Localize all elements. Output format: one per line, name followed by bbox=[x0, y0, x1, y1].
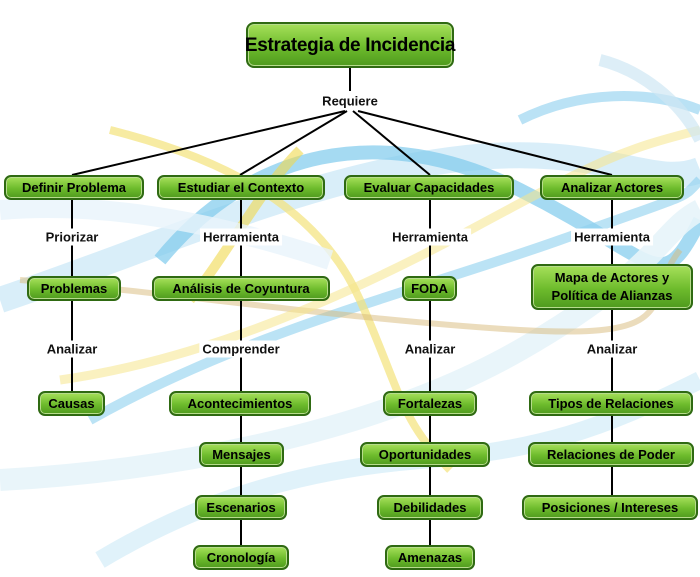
node-acontecimientos: Acontecimientos bbox=[169, 391, 311, 416]
node-relaciones-poder: Relaciones de Poder bbox=[528, 442, 694, 467]
root-link-label: Requiere bbox=[319, 92, 381, 110]
node-cronologia: Cronología bbox=[193, 545, 289, 570]
node-amenazas: Amenazas bbox=[385, 545, 475, 570]
node-escenarios: Escenarios bbox=[195, 495, 287, 520]
node-analisis-coyuntura: Análisis de Coyuntura bbox=[152, 276, 330, 301]
branch-estudiar-contexto: Estudiar el Contexto bbox=[157, 175, 325, 200]
branch-3-link2-label: Analizar bbox=[401, 340, 459, 358]
branch-analizar-actores: Analizar Actores bbox=[540, 175, 684, 200]
node-fortalezas: Fortalezas bbox=[383, 391, 477, 416]
branch-4-link2-label: Analizar bbox=[583, 340, 641, 358]
node-problemas: Problemas bbox=[27, 276, 121, 301]
branch-1-link2-label: Analizar bbox=[43, 340, 101, 358]
node-oportunidades: Oportunidades bbox=[360, 442, 490, 467]
node-debilidades: Debilidades bbox=[377, 495, 483, 520]
root-node: Estrategia de Incidencia bbox=[245, 22, 455, 68]
branch-1-link1-label: Priorizar bbox=[42, 228, 102, 246]
node-posiciones-intereses: Posiciones / Intereses bbox=[522, 495, 698, 520]
node-foda: FODA bbox=[402, 276, 457, 301]
branch-2-link2-label: Comprender bbox=[199, 340, 283, 358]
branch-evaluar-capacidades: Evaluar Capacidades bbox=[344, 175, 514, 200]
branch-4-link1-label: Herramienta bbox=[571, 228, 653, 246]
branch-definir-problema: Definir Problema bbox=[4, 175, 144, 200]
branch-3-link1-label: Herramienta bbox=[389, 228, 471, 246]
node-causas: Causas bbox=[38, 391, 105, 416]
branch-2-link1-label: Herramienta bbox=[200, 228, 282, 246]
node-tipos-relaciones: Tipos de Relaciones bbox=[529, 391, 693, 416]
node-mapa-actores: Mapa de Actores y Política de Alianzas bbox=[531, 264, 693, 310]
node-mensajes: Mensajes bbox=[199, 442, 284, 467]
